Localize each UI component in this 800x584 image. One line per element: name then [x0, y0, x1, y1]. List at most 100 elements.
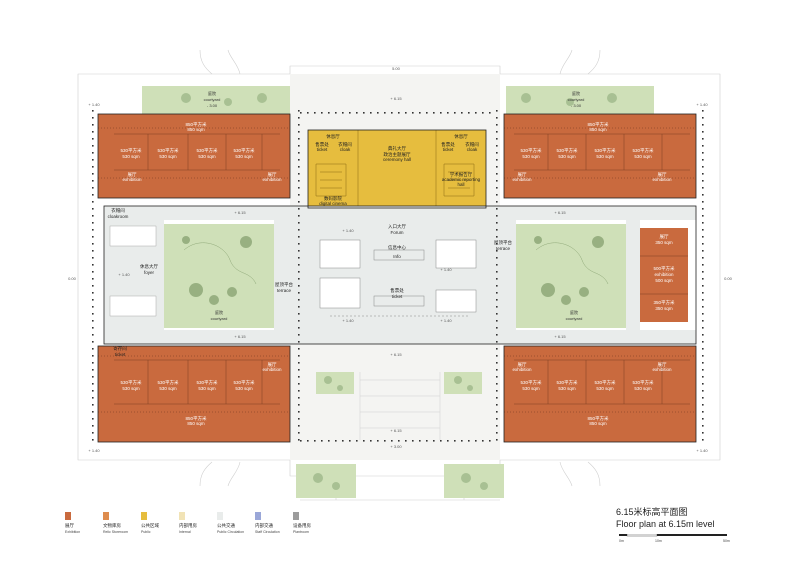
- exhibition-blocks: [98, 114, 696, 442]
- column-marker: [702, 166, 704, 168]
- terrace-w-en: terrace: [277, 288, 292, 293]
- column-marker: [702, 320, 704, 322]
- title-block: 6.15米标高平面图 Floor plan at 6.15m level: [616, 505, 736, 529]
- column-marker: [307, 112, 309, 114]
- column-marker: [496, 194, 498, 196]
- column-marker: [92, 320, 94, 322]
- courtyard-label-nw-en: courtyard: [204, 97, 221, 102]
- column-marker: [298, 278, 300, 280]
- room-530-label-cn: 530平方米: [233, 379, 255, 386]
- courtyard-e-en: courtyard: [566, 316, 583, 321]
- column-marker: [496, 264, 498, 266]
- column-marker: [363, 440, 365, 442]
- column-marker: [398, 112, 400, 114]
- column-marker: [92, 418, 94, 420]
- terrace-w-cn: 屋顶平台: [275, 281, 293, 288]
- column-marker: [702, 313, 704, 315]
- column-marker: [298, 320, 300, 322]
- column-marker: [426, 112, 428, 114]
- hall-850-se-en: 850 sqm: [589, 421, 607, 426]
- column-marker: [496, 201, 498, 203]
- column-marker: [702, 250, 704, 252]
- column-marker: [489, 440, 491, 442]
- colonnade: [92, 110, 704, 442]
- column-marker: [496, 131, 498, 133]
- column-marker: [398, 440, 400, 442]
- cloak-e-cn: 衣帽间: [465, 141, 479, 148]
- hall-850-ne-cn: 850平方米: [587, 121, 609, 128]
- column-marker: [298, 355, 300, 357]
- legend-label-en: Plantroom: [293, 530, 309, 534]
- column-marker: [298, 306, 300, 308]
- ceremony-hall-en: ceremony hall: [383, 157, 411, 162]
- room-530-label-en: 530 sqm: [159, 154, 177, 159]
- circulation: [104, 206, 696, 344]
- column-marker: [92, 425, 94, 427]
- column-marker: [92, 390, 94, 392]
- courtyard-label-nw-cn: 庭院: [208, 90, 216, 96]
- public-halls: [308, 130, 486, 208]
- column-marker: [475, 112, 477, 114]
- column-marker: [702, 201, 704, 203]
- column-marker: [92, 432, 94, 434]
- exhibition-label-sw-en: exhibition: [262, 367, 282, 372]
- inner-courtyards: [164, 224, 626, 328]
- exhibition-label-ne1-en: exhibition: [512, 177, 532, 182]
- exhibition-label-se1-en: exhibition: [512, 367, 532, 372]
- cloak-e-en: cloak: [467, 147, 478, 152]
- column-marker: [307, 440, 309, 442]
- column-marker: [298, 180, 300, 182]
- hall-850-nw-en: 850 sqm: [187, 127, 205, 132]
- ceremony-hall-cn: 典礼大厅: [388, 145, 406, 152]
- legend-label-en: Staff Circulation: [255, 530, 280, 534]
- column-marker: [92, 306, 94, 308]
- plan-labels: 庭院 courtyard - 3.00 庭院 courtyard - 3.00 …: [68, 66, 733, 453]
- level-east: 0.00: [724, 276, 733, 281]
- title-cn: 6.15米标高平面图: [616, 507, 688, 517]
- column-marker: [702, 131, 704, 133]
- column-marker: [496, 390, 498, 392]
- room-500-en: 500 sqm: [655, 278, 673, 283]
- column-marker: [496, 439, 498, 441]
- column-marker: [702, 306, 704, 308]
- column-marker: [92, 250, 94, 252]
- column-marker: [702, 194, 704, 196]
- column-marker: [298, 208, 300, 210]
- column-marker: [92, 173, 94, 175]
- column-marker: [92, 131, 94, 133]
- column-marker: [496, 355, 498, 357]
- level-plaza: + 3.00: [390, 444, 402, 449]
- exhibition-label-nw2: 展厅: [268, 172, 277, 178]
- courtyard-w-cn: 庭院: [215, 309, 223, 315]
- room-350-b-en: 350 sqm: [655, 306, 673, 311]
- column-marker: [702, 229, 704, 231]
- column-marker: [702, 180, 704, 182]
- column-marker: [419, 112, 421, 114]
- column-marker: [496, 369, 498, 371]
- room-530-label-en: 530 sqm: [558, 386, 576, 391]
- column-marker: [496, 215, 498, 217]
- column-marker: [92, 236, 94, 238]
- column-marker: [496, 187, 498, 189]
- column-marker: [298, 145, 300, 147]
- column-marker: [496, 341, 498, 343]
- column-marker: [92, 152, 94, 154]
- level-ne-outer: + 1.40: [696, 102, 708, 107]
- column-marker: [92, 264, 94, 266]
- column-marker: [349, 440, 351, 442]
- legend-swatch: [217, 512, 223, 520]
- column-marker: [702, 397, 704, 399]
- room-530-label-cn: 530平方米: [520, 379, 542, 386]
- column-marker: [702, 299, 704, 301]
- ticket-c-en: ticket: [392, 294, 403, 299]
- column-marker: [702, 376, 704, 378]
- legend-swatch: [65, 512, 71, 520]
- column-marker: [496, 117, 498, 119]
- column-marker: [298, 341, 300, 343]
- column-marker: [496, 250, 498, 252]
- column-marker: [92, 348, 94, 350]
- column-marker: [419, 440, 421, 442]
- column-marker: [298, 173, 300, 175]
- room-530-label-cn: 530平方米: [520, 147, 542, 154]
